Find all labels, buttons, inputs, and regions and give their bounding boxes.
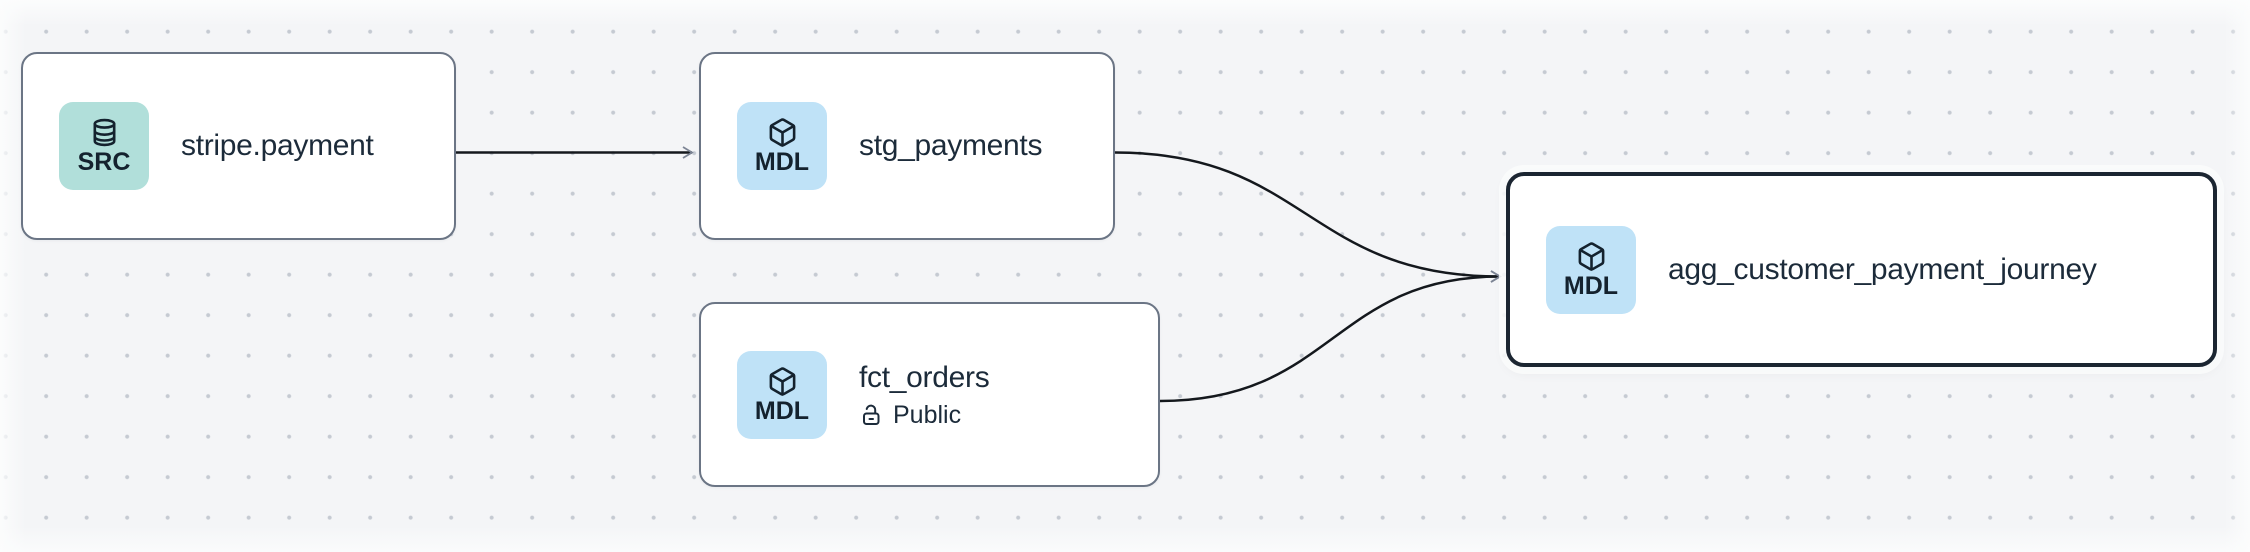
- node-title: stg_payments: [859, 129, 1043, 162]
- node-fct-orders[interactable]: MDL fct_orders Public: [699, 302, 1160, 487]
- box-icon: [769, 118, 795, 147]
- node-title: stripe.payment: [181, 129, 374, 162]
- box-icon: [769, 366, 795, 396]
- node-text: agg_customer_payment_journey: [1668, 252, 2097, 288]
- node-text: stripe.payment: [181, 128, 374, 164]
- model-type-badge: MDL: [1546, 225, 1636, 314]
- model-type-badge: MDL: [737, 350, 827, 439]
- box-icon: [1578, 241, 1604, 271]
- node-title: agg_customer_payment_journey: [1668, 252, 2097, 286]
- unlock-icon: [863, 404, 880, 425]
- model-type-badge: MDL: [737, 102, 827, 190]
- edge-stg-payments-to-agg-customer-payment-journey[interactable]: [1114, 151, 1502, 283]
- node-agg-customer-payment-journey[interactable]: MDL agg_customer_payment_journey: [1506, 172, 2217, 367]
- node-text: stg_payments: [859, 128, 1042, 164]
- node-stripe-payment[interactable]: SRC stripe.payment: [21, 52, 456, 240]
- node-text: fct_orders Public: [859, 360, 990, 430]
- badge-label: MDL: [754, 396, 810, 425]
- node-stg-payments[interactable]: MDL stg_payments: [699, 52, 1115, 240]
- badge-label: SRC: [77, 148, 131, 176]
- edge-fct-orders-to-agg-customer-payment-journey[interactable]: [1159, 270, 1502, 403]
- access-badge: Public: [859, 401, 989, 430]
- badge-label: MDL: [1563, 271, 1619, 300]
- badge-label: MDL: [754, 148, 810, 176]
- source-type-badge: SRC: [59, 102, 149, 190]
- access-label: Public: [893, 400, 962, 429]
- node-title: fct_orders: [859, 360, 990, 394]
- database-icon: [93, 118, 115, 147]
